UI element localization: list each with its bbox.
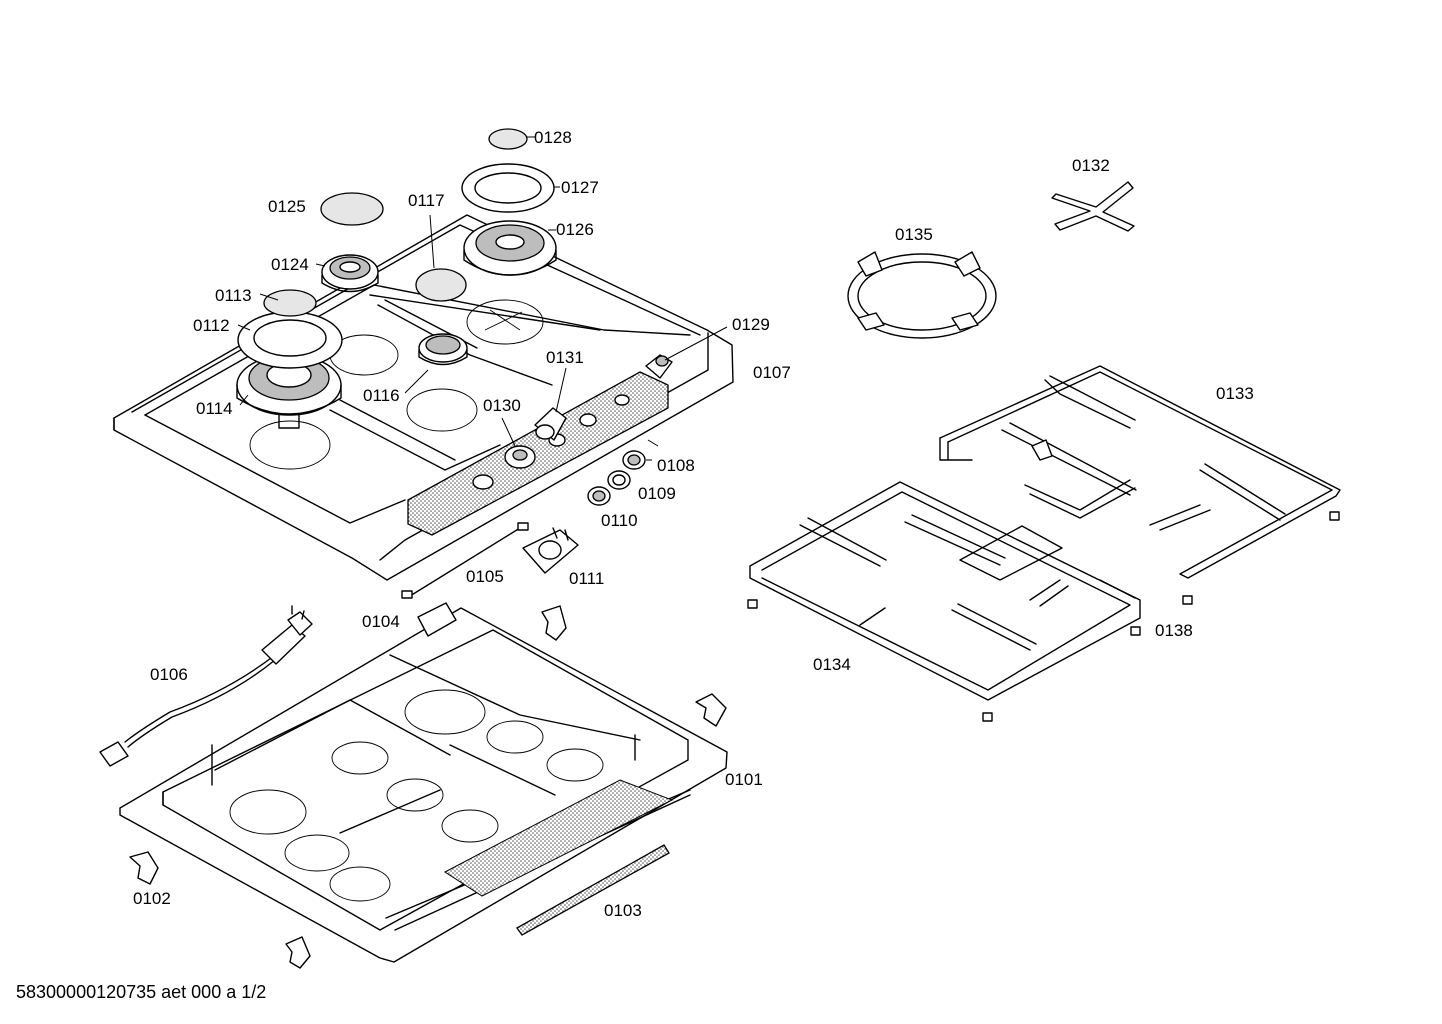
callout-0102: 0102 — [133, 889, 171, 908]
callout-0112: 0112 — [193, 316, 230, 335]
callout-0105: 0105 — [466, 567, 504, 586]
callout-0138: 0138 — [1155, 621, 1193, 640]
pan-support-0133 — [939, 365, 1341, 579]
callout-0111: 0111 — [569, 569, 604, 588]
burner-ring-0112 — [237, 311, 343, 369]
base-tray-0101 — [119, 607, 728, 963]
callout-0109: 0109 — [638, 484, 676, 503]
callout-0104: 0104 — [362, 612, 400, 631]
document-id: 58300000120735 aet 000 a 1/2 — [16, 982, 266, 1002]
callout-0132: 0132 — [1072, 156, 1110, 175]
callout-0108: 0108 — [657, 456, 695, 475]
leader-lines — [237, 136, 728, 461]
callout-0101: 0101 — [725, 770, 763, 789]
power-cord-0106 — [99, 605, 313, 767]
callout-0117: 0117 — [408, 191, 445, 210]
burner-cap-0117 — [415, 268, 467, 302]
wok-ring-0135 — [847, 251, 997, 339]
callout-0106: 0106 — [150, 665, 188, 684]
burner-0126 — [463, 220, 557, 276]
callout-0126: 0126 — [556, 220, 594, 239]
callout-0131: 0131 — [546, 348, 584, 367]
burner-0116 — [418, 333, 468, 366]
callout-0103: 0103 — [604, 901, 642, 920]
burner-cap-0125 — [320, 192, 384, 226]
callout-0128: 0128 — [534, 128, 572, 147]
burner-ring-0127 — [461, 163, 555, 213]
callout-0124: 0124 — [271, 255, 309, 274]
pan-support-0134 — [749, 481, 1141, 701]
burner-cap-0113 — [263, 289, 317, 317]
callout-0110: 0110 — [601, 511, 638, 530]
washers-0108-0110 — [587, 450, 646, 506]
wok-ring-0132 — [1051, 181, 1135, 232]
callout-0134: 0134 — [813, 655, 851, 674]
callout-0107: 0107 — [753, 363, 791, 382]
seal-strip-0103 — [516, 844, 670, 936]
callout-0127: 0127 — [561, 178, 599, 197]
burner-0124 — [321, 254, 379, 293]
ignition-wire-0105 — [401, 522, 529, 599]
callout-0133: 0133 — [1216, 384, 1254, 403]
callout-0129: 0129 — [732, 315, 770, 334]
igniter-0129 — [645, 354, 673, 379]
burner-cap-0128 — [488, 128, 528, 150]
callout-0135: 0135 — [895, 225, 933, 244]
callout-0116: 0116 — [363, 386, 400, 405]
callout-0114: 0114 — [196, 399, 233, 418]
callout-0130: 0130 — [483, 396, 521, 415]
knob-0131 — [534, 407, 567, 441]
mounting-brackets-0102 — [129, 605, 727, 969]
callout-0113: 0113 — [215, 286, 252, 305]
switch-0111 — [522, 527, 579, 574]
hob-top-plate — [113, 214, 734, 581]
grate-feet-0138 — [747, 511, 1340, 722]
callout-0125: 0125 — [268, 197, 306, 216]
knob-0130 — [504, 445, 536, 469]
bracket-0104 — [417, 602, 457, 637]
